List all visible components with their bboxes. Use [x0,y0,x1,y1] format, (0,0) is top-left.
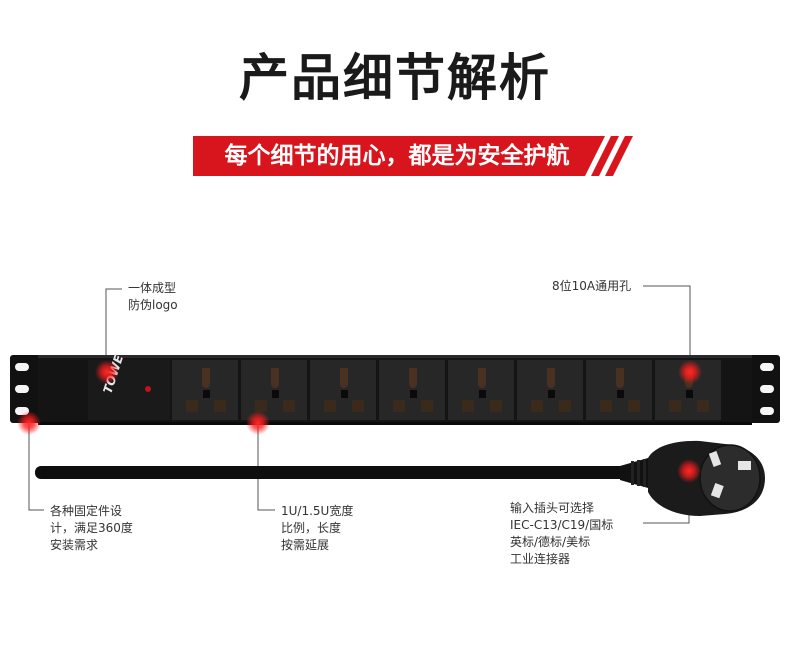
subtitle: 每个细节的用心，都是为安全护航 [224,143,570,169]
callout-width: 1U/1.5U宽度 比例，长度 按需延展 [281,504,354,552]
callout-logo: 一体成型 防伪logo [128,281,178,312]
marker-mount [17,411,41,435]
socket-group [172,360,721,420]
socket-7 [586,360,652,420]
marker-sockets [678,360,702,384]
leader-line-sockets [643,285,691,370]
power-cord [35,458,648,488]
socket-1 [172,360,238,420]
callout-plug: 输入插头可选择 IEC-C13/C19/国标 英标/德标/美标 工业连接器 [510,501,614,566]
socket-6 [517,360,583,420]
plug [648,440,765,516]
marker-logo [95,360,119,384]
callout-sockets: 8位10A通用孔 [552,279,632,293]
subtitle-banner [193,136,633,176]
indicator-light [145,386,151,392]
leader-line-width [257,422,275,511]
socket-4 [379,360,445,420]
mount-ear-left [10,355,46,423]
callout-mount: 各种固定件设 计，满足360度 安装需求 [50,504,133,552]
socket-3 [310,360,376,420]
mount-ear-right [744,355,780,423]
leader-line-logo [105,288,122,370]
leader-line-mount [28,425,44,511]
marker-width [246,411,270,435]
socket-2 [241,360,307,420]
marker-plug [677,459,701,483]
page-title: 产品细节解析 [239,49,551,107]
socket-5 [448,360,514,420]
